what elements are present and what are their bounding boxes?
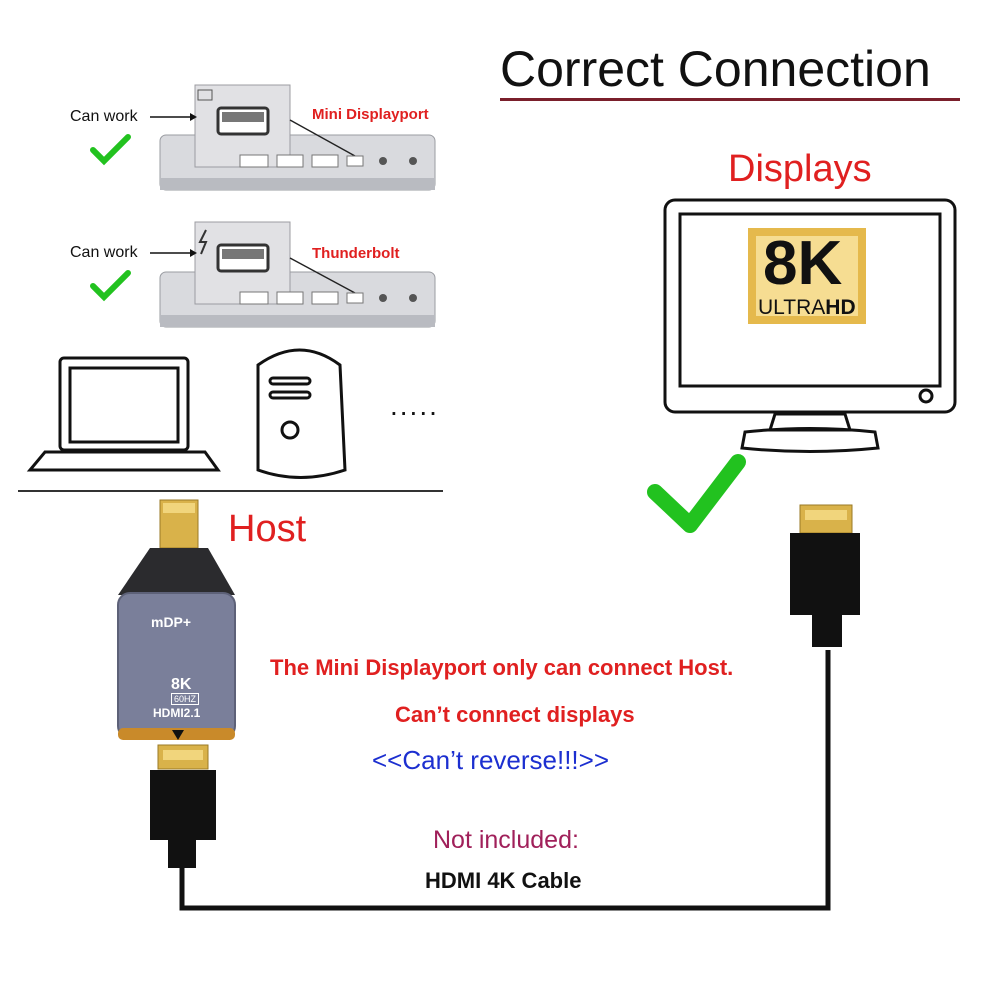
status-label: Can work (70, 244, 138, 261)
hdmi-plug-right (790, 504, 860, 647)
hdmi-plug-left (150, 650, 831, 911)
check-icon (647, 454, 746, 533)
mini-dp-to-hdmi-adapter (117, 499, 236, 740)
badge-8k-text: 8K (763, 229, 843, 298)
title-underline (500, 98, 960, 101)
note-host-only: The Mini Displayport only can connect Ho… (270, 655, 734, 680)
8k-ultrahd-badge (748, 228, 866, 324)
desktop-tower-icon (256, 348, 347, 479)
adapter-label-hdmi: HDMI2.1 (153, 706, 201, 720)
laptop-side-mini-dp (159, 84, 436, 191)
port-label-thunderbolt: Thunderbolt (312, 245, 400, 262)
monitor-icon (663, 198, 957, 453)
not-included-label: Not included: (433, 826, 579, 854)
adapter-label-60hz: 60HZ (171, 693, 200, 705)
divider (18, 490, 443, 492)
cable-label: HDMI 4K Cable (425, 868, 582, 893)
page-title: Correct Connection (500, 41, 931, 97)
displays-label: Displays (728, 148, 872, 190)
more-hosts-ellipsis: ..... (390, 390, 439, 421)
check-icon (90, 270, 131, 302)
laptop-icon (26, 356, 221, 472)
status-label: Can work (70, 108, 138, 125)
note-no-displays: Can’t connect displays (395, 702, 635, 727)
host-label: Host (228, 508, 307, 550)
laptop-side-thunderbolt (159, 221, 436, 328)
port-label-mini-displayport: Mini Displayport (312, 106, 429, 123)
adapter-label-8k: 8K (171, 676, 192, 693)
check-icon (90, 134, 131, 166)
note-cant-reverse: <<Can’t reverse!!!>> (372, 745, 610, 775)
adapter-label-mdp: mDP+ (151, 614, 192, 630)
badge-ultrahd-text: ULTRAHD (758, 296, 856, 319)
